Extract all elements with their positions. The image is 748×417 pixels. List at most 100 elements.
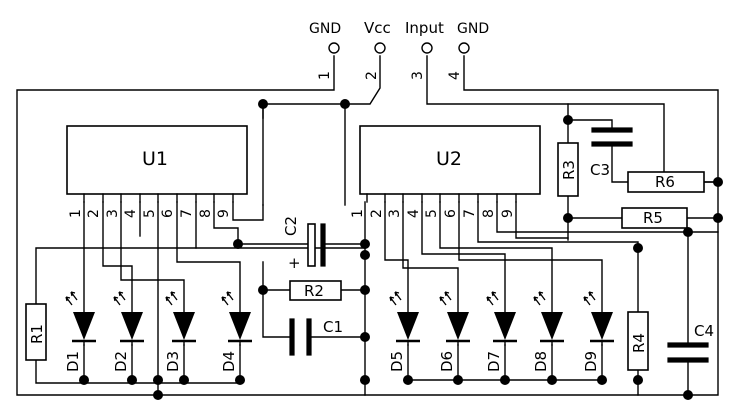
junction-dot <box>683 390 693 400</box>
light-arrow-icon <box>165 296 173 306</box>
led-d7: D7 <box>485 291 517 372</box>
led-d3: D3 <box>164 291 196 372</box>
junction-dot <box>179 375 189 385</box>
capacitor-c3-label: C3 <box>590 161 610 179</box>
junction-dot <box>360 375 370 385</box>
light-arrow-icon <box>533 296 541 306</box>
led-label: D3 <box>164 351 182 372</box>
light-arrow-icon <box>70 291 78 301</box>
u2-pin-1: 1 <box>350 209 366 218</box>
resistor-r5: R5 <box>621 207 688 229</box>
junction-dot <box>233 239 243 249</box>
led-body-icon <box>447 312 469 340</box>
resistor-r1-label: R1 <box>28 324 46 344</box>
light-arrow-icon <box>65 296 73 306</box>
junction-dot <box>563 213 573 223</box>
junction-dot <box>360 285 370 295</box>
capacitor-c4: C4 <box>667 322 714 363</box>
junction-dot <box>713 213 723 223</box>
capacitor-c3: C3 <box>590 127 633 179</box>
led-d2: D2 <box>112 291 144 372</box>
u2-pin-3: 3 <box>387 209 403 218</box>
capacitor-c1-label: C1 <box>323 318 343 336</box>
junction-dot <box>340 99 350 109</box>
light-arrow-icon <box>439 296 447 306</box>
light-arrow-icon <box>538 291 546 301</box>
terminal-vcc-label: Vcc <box>364 19 391 37</box>
led-body-icon <box>229 312 251 340</box>
wires <box>16 55 719 396</box>
light-arrow-icon <box>588 291 596 301</box>
resistor-r2-label: R2 <box>304 282 324 300</box>
led-label: D1 <box>64 351 82 372</box>
u2-pin-6: 6 <box>443 209 459 218</box>
led-body-icon <box>173 312 195 340</box>
ic-u2-pins <box>366 193 517 203</box>
u1-pin-2: 2 <box>86 209 102 218</box>
ic-u2-label: U2 <box>436 148 462 170</box>
u1-pin-4: 4 <box>123 209 139 218</box>
light-arrow-icon <box>118 291 126 301</box>
led-body-icon <box>397 312 419 340</box>
junction-dot <box>547 375 557 385</box>
led-label: D7 <box>485 351 503 372</box>
light-arrow-icon <box>221 296 229 306</box>
junction-dot <box>153 390 163 400</box>
junction-dot <box>153 375 163 385</box>
junction-dot <box>500 375 510 385</box>
terminal-2-pad[interactable] <box>374 42 386 54</box>
light-arrow-icon <box>394 291 402 301</box>
u2-pin-7: 7 <box>462 209 478 218</box>
junction-dot <box>683 227 693 237</box>
u2-pin-8: 8 <box>481 209 497 218</box>
terminal-4-number: 4 <box>447 71 463 80</box>
u2-pin-5: 5 <box>424 209 440 218</box>
terminal-3-number: 3 <box>410 71 426 80</box>
junction-dot <box>235 375 245 385</box>
terminal-gnd1-label: GND <box>309 21 341 37</box>
light-arrow-icon <box>444 291 452 301</box>
terminal-2-number: 2 <box>364 71 380 80</box>
terminal-1-pad[interactable] <box>328 42 340 54</box>
junction-dot <box>713 177 723 187</box>
led-label: D5 <box>388 351 406 372</box>
u1-pin-3: 3 <box>105 209 121 218</box>
light-arrow-icon <box>491 291 499 301</box>
terminal-input-label: Input <box>405 19 444 37</box>
u1-pin-9: 9 <box>216 209 232 218</box>
resistor-r1: R1 <box>25 303 47 361</box>
resistor-r5-label: R5 <box>643 209 663 227</box>
resistor-r2: R2 <box>289 280 342 301</box>
u1-pin-7: 7 <box>179 209 195 218</box>
capacitor-c2-label: C2 <box>282 216 300 236</box>
led-d8: D8 <box>532 291 564 372</box>
led-label: D9 <box>582 351 600 372</box>
ic-u1: U1 1 2 3 4 5 6 7 8 9 <box>66 125 248 218</box>
light-arrow-icon <box>583 296 591 306</box>
junction-dot <box>258 99 268 109</box>
led-d9: D9 <box>582 291 614 372</box>
ic-u1-label: U1 <box>142 148 168 170</box>
led-label: D6 <box>438 351 456 372</box>
terminal-3-pad[interactable] <box>421 42 433 54</box>
u2-pin-4: 4 <box>406 209 422 218</box>
led-d1: D1 <box>64 291 96 372</box>
terminal-4-pad[interactable] <box>458 42 470 54</box>
resistor-r4-label: R4 <box>630 333 648 353</box>
ic-u2: U2 1 2 3 4 5 6 7 8 9 <box>350 125 541 218</box>
junction-dot <box>597 375 607 385</box>
light-arrow-icon <box>226 291 234 301</box>
u2-pin-2: 2 <box>369 209 385 218</box>
junction-dot <box>633 243 643 253</box>
terminal-1-number: 1 <box>317 71 333 80</box>
led-body-icon <box>494 312 516 340</box>
led-body-icon <box>541 312 563 340</box>
junction-dot <box>403 375 413 385</box>
led-body-icon <box>73 312 95 340</box>
junction-dot <box>360 239 370 249</box>
led-d6: D6 <box>438 291 470 372</box>
led-label: D2 <box>112 351 130 372</box>
u1-pin-1: 1 <box>68 209 84 218</box>
led-d4: D4 <box>220 291 252 372</box>
